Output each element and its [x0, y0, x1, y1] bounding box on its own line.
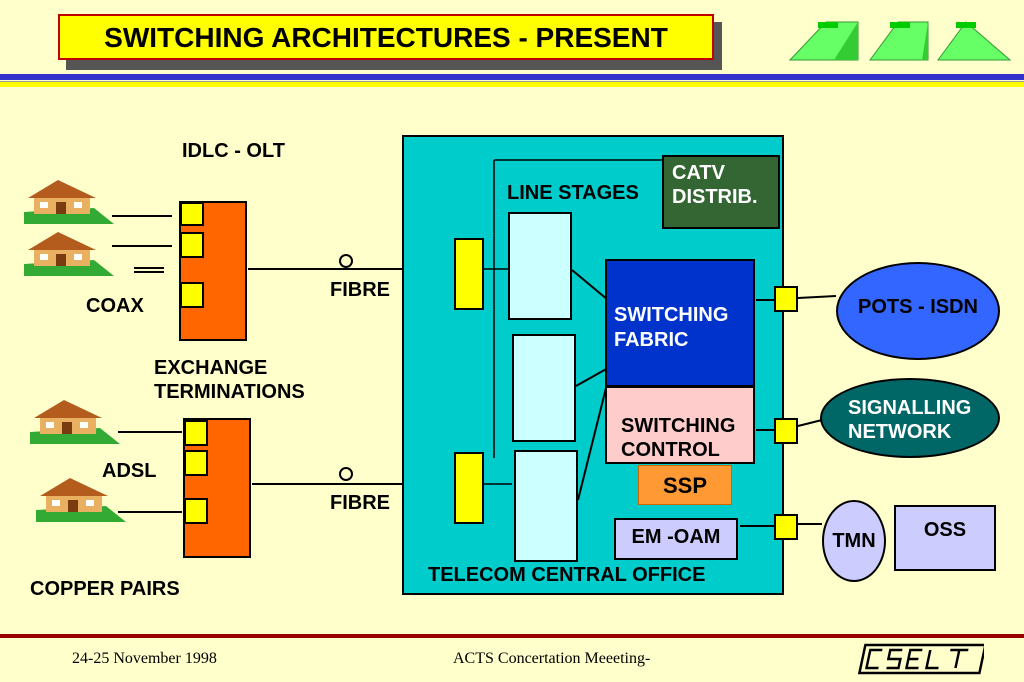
ssp-box: SSP: [638, 465, 732, 505]
cselt-logo-icon: [858, 643, 984, 675]
connector-port: [180, 202, 204, 226]
line-stage-1: [508, 212, 572, 320]
connector-port: [184, 498, 208, 524]
line-stages-label: LINE STAGES: [507, 182, 639, 204]
switching-fabric-label: SWITCHING FABRIC: [614, 304, 729, 351]
house-icon: [36, 478, 126, 522]
signalling-network-ellipse: SIGNALLING NETWORK: [820, 378, 1000, 458]
fibre-label-bottom: FIBRE: [330, 492, 390, 514]
em-oam-box: EM -OAM: [614, 518, 738, 560]
footer-meeting: ACTS Concertation Meeeting-: [453, 650, 651, 667]
logo-arrows-icon: [788, 21, 1012, 61]
idlc-olt-label: IDLC - OLT: [182, 140, 285, 162]
oss-label: OSS: [923, 519, 967, 541]
em-oam-label: EM -OAM: [631, 526, 721, 548]
header-bar-blue: [0, 74, 1024, 80]
oss-box: OSS: [894, 505, 996, 571]
switching-control-box: SWITCHING CONTROL: [605, 386, 755, 464]
connector-port: [774, 514, 798, 540]
tmn-ellipse: TMN: [822, 500, 886, 582]
switching-control-label: SWITCHING CONTROL: [621, 415, 736, 461]
title-box: SWITCHING ARCHITECTURES - PRESENT: [58, 14, 714, 60]
connector-port: [180, 282, 204, 308]
fibre-connector-top: [454, 238, 484, 310]
house-icon: [24, 232, 114, 276]
coax-label: COAX: [86, 295, 144, 317]
header-bar-yellow: [0, 81, 1024, 87]
connector-port: [184, 420, 208, 446]
line-stage-3: [514, 450, 578, 562]
pots-isdn-label: POTS - ISDN: [857, 296, 978, 318]
connector-port: [184, 450, 208, 476]
line-stage-2: [512, 334, 576, 442]
connector-port: [774, 286, 798, 312]
connector-port: [180, 232, 204, 258]
adsl-label: ADSL: [102, 460, 157, 482]
tmn-label: TMN: [832, 530, 876, 552]
footer-date: 24-25 November 1998: [72, 650, 217, 667]
fibre-label-top: FIBRE: [330, 279, 390, 301]
house-icon: [30, 400, 120, 444]
catv-box: CATV DISTRIB.: [662, 155, 780, 229]
central-office-label: TELECOM CENTRAL OFFICE: [428, 564, 706, 586]
pots-isdn-ellipse: POTS - ISDN: [836, 262, 1000, 360]
page-title: SWITCHING ARCHITECTURES - PRESENT: [104, 22, 668, 53]
signalling-network-label: SIGNALLING NETWORK: [848, 397, 972, 443]
connector-port: [774, 418, 798, 444]
fibre-connector-bottom: [454, 452, 484, 524]
footer-bar: [0, 634, 1024, 638]
house-icon: [24, 180, 114, 224]
ssp-label: SSP: [662, 473, 708, 498]
switching-fabric-box: SWITCHING FABRIC: [605, 259, 755, 387]
exchange-terminations-label: EXCHANGE TERMINATIONS: [154, 357, 305, 403]
catv-label: CATV DISTRIB.: [672, 162, 758, 208]
copper-pairs-label: COPPER PAIRS: [30, 578, 180, 600]
